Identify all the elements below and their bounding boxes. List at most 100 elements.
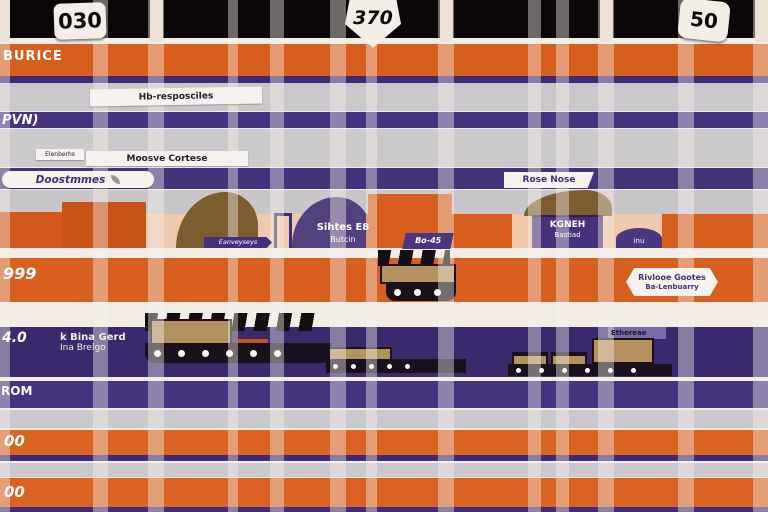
post-column — [150, 0, 163, 42]
rose-nose-label: Rose Nose — [504, 172, 594, 188]
bo45-label: Bo-45 — [402, 233, 454, 249]
purple-box-line1: KGNEH — [549, 220, 586, 230]
wheel-icon — [629, 365, 638, 375]
doostmmes-pill: Doostmmes — [2, 171, 154, 188]
grid-stripe — [93, 0, 108, 512]
wheel-icon — [367, 361, 376, 371]
scenery-band: KGNEH Bastiad inu Eanveyseys Sihtes E8 B… — [0, 190, 768, 302]
scene-purple-mound — [616, 228, 662, 250]
axis-value-mid: 00 — [4, 432, 25, 450]
mountain-label-line2: Butcin — [330, 234, 356, 244]
arrow-label: Rivlooe Gootes Ba-Lenbuarry — [626, 268, 718, 296]
grid-stripe — [528, 0, 541, 512]
wheel-icon — [175, 346, 188, 360]
band-orange-1 — [0, 44, 768, 76]
scene-orange-block-left-upper — [62, 202, 146, 248]
wheel-icon — [606, 365, 615, 375]
eanveyseys-label: Eanveyseys — [204, 237, 272, 248]
grid-stripe — [366, 0, 377, 512]
band-purple-stripe-2 — [0, 455, 768, 461]
gray-band-label-1: Hb-resposciles — [89, 86, 263, 107]
train-car-body — [150, 319, 232, 347]
band-purple-stripe-1 — [0, 76, 768, 83]
train-band-left-value: 4.0 — [2, 330, 27, 346]
purple-band-left-text: PVN) — [2, 113, 39, 128]
wheel-icon — [560, 365, 569, 375]
trailer-chassis — [326, 359, 466, 373]
train-band: 4.0 k Bina Gerd Ina Brelgo — [0, 313, 768, 377]
grid-stripe — [0, 0, 10, 512]
axis-value-bottom: 00 — [4, 483, 25, 501]
truck-cab — [592, 338, 654, 364]
wheel-icon — [385, 361, 394, 371]
grid-stripe — [228, 0, 238, 512]
band-purple-3 — [0, 381, 768, 408]
marker-value: 370 — [353, 7, 393, 29]
wheel-icon — [199, 346, 212, 360]
purple-box-label: KGNEH Bastiad — [534, 220, 601, 240]
gray-band-label-2: Moosve Cortese — [86, 151, 248, 166]
small-tag-label: Elenberhs — [36, 149, 84, 160]
wheel-icon — [223, 346, 236, 360]
grid-stripe — [330, 0, 346, 512]
post-column — [440, 0, 453, 42]
wheel-icon — [403, 361, 412, 371]
marker-value: 50 — [688, 6, 720, 34]
marker-value: 030 — [57, 8, 103, 34]
distance-marker-right: 50 — [677, 0, 731, 43]
distance-marker-left: 030 — [53, 2, 107, 40]
truck-chassis — [386, 284, 456, 301]
wheel-icon — [391, 286, 404, 299]
wheel-icon — [349, 361, 358, 371]
truck-cargo-icon — [378, 250, 450, 266]
grid-stripe — [598, 0, 614, 512]
wheel-icon — [331, 361, 340, 371]
truck-label-strip — [608, 327, 666, 339]
wheel-icon — [431, 286, 444, 299]
wheel-icon — [411, 286, 424, 299]
grid-stripe — [438, 0, 454, 512]
distance-marker-center: 370 — [345, 0, 401, 48]
grid-stripe — [148, 0, 164, 512]
train-chassis — [145, 343, 332, 363]
wheel-icon — [271, 346, 284, 360]
post-column — [600, 0, 613, 42]
band-gray-3 — [0, 410, 768, 428]
wheel-icon — [583, 365, 592, 375]
pill-label: Doostmmes — [35, 173, 106, 186]
band-purple-bottom — [0, 507, 768, 512]
arrow-label-line1: Rivlooe Gootes — [638, 272, 706, 282]
leaf-icon — [111, 175, 121, 184]
grid-stripe — [270, 0, 284, 512]
mound-label: inu — [633, 237, 645, 245]
band-gray-4 — [0, 463, 768, 477]
caption-line1: k Bina Gerd — [60, 332, 126, 343]
scene-purple-box — [532, 215, 603, 250]
mountain-label-line1: Sihtes E8 — [316, 222, 370, 233]
wheel-icon — [514, 365, 523, 375]
scene-orange-block-right — [662, 214, 768, 248]
band-orange-3 — [0, 478, 768, 507]
wheel-icon — [247, 346, 260, 360]
rom-label: ROM — [1, 384, 33, 398]
band-purple-1 — [0, 112, 768, 128]
truck-chassis — [508, 364, 672, 376]
post-column — [755, 0, 768, 42]
purple-box-line2: Bastiad — [554, 231, 581, 240]
orange-band-title: BURICE — [3, 49, 63, 64]
arrow-label-line2: Ba-Lenbuarry — [645, 282, 699, 291]
post-column — [0, 0, 10, 42]
band-orange-2 — [0, 430, 768, 455]
mountain-label: Sihtes E8 Butcin — [298, 222, 388, 245]
caption-line2: Ina Brelgo — [60, 343, 106, 353]
wheel-icon — [151, 346, 164, 360]
antenna-icon — [274, 213, 292, 249]
grid-stripe — [556, 0, 569, 512]
truck-body — [380, 264, 456, 284]
grid-stripe — [678, 0, 694, 512]
wheel-icon — [537, 365, 546, 375]
grid-stripe — [753, 0, 768, 512]
truck-label: Ethereae — [611, 329, 647, 337]
train-band-caption: k Bina Gerd Ina Brelgo — [60, 332, 126, 353]
